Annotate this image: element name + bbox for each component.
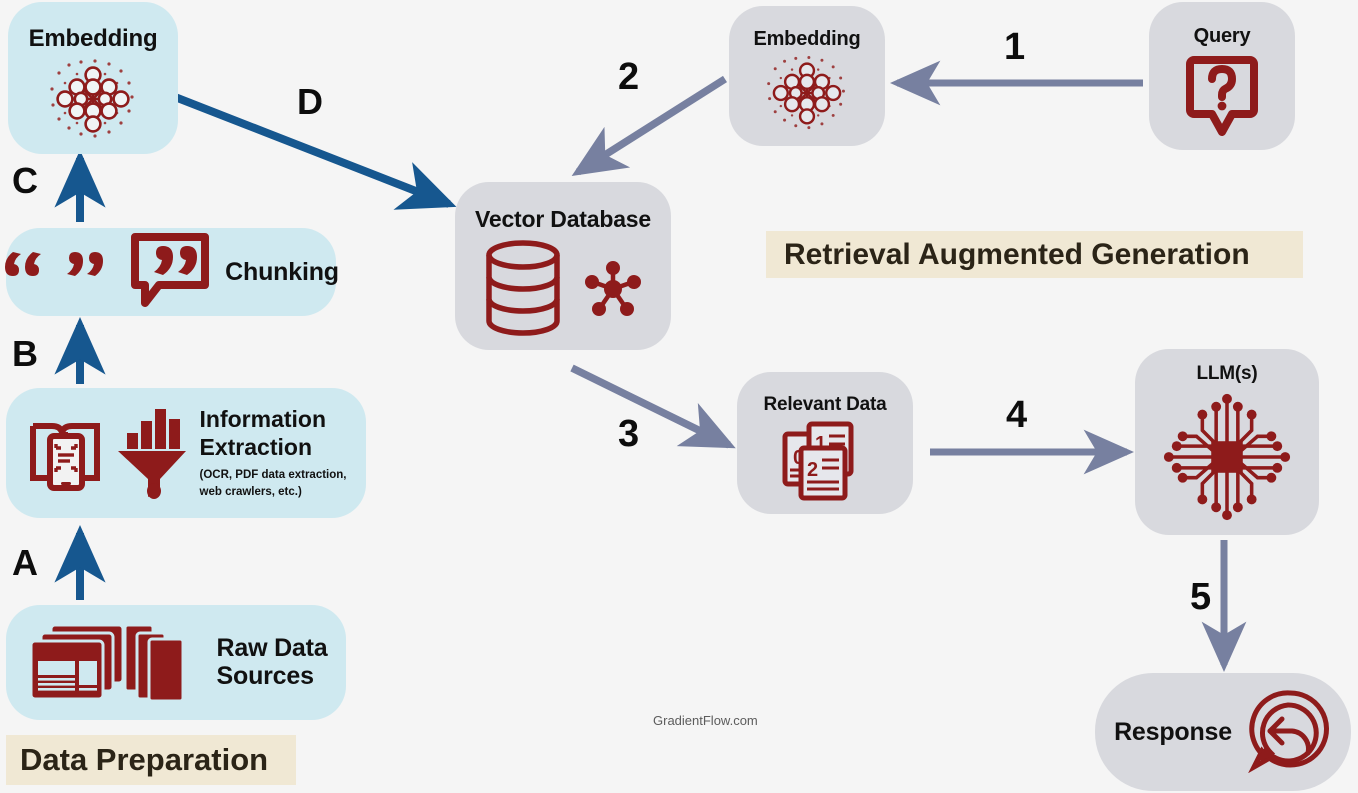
database-cylinder-icon bbox=[482, 239, 564, 344]
edge-label-c: C bbox=[12, 160, 38, 201]
reply-bubble-icon bbox=[1246, 687, 1332, 778]
band-retrieval-augmented-generation: Retrieval Augmented Generation bbox=[766, 231, 1303, 278]
node-query-label: Query bbox=[1193, 25, 1251, 47]
chip-circuit-icon bbox=[1156, 387, 1298, 532]
node-embedding-document-label: Embedding bbox=[28, 24, 158, 52]
quote-marks-icon bbox=[3, 242, 115, 303]
edge-label-1: 1 bbox=[1004, 26, 1026, 68]
node-llm-label: LLM(s) bbox=[1196, 362, 1258, 384]
edge-label-a: A bbox=[12, 542, 38, 583]
node-information-extraction-subtitle-2: web crawlers, etc.) bbox=[199, 485, 302, 498]
documents-stack-icon bbox=[25, 617, 205, 708]
node-chunking-label: Chunking bbox=[225, 257, 339, 286]
node-raw-data-sources-label-1: Raw Data bbox=[216, 634, 328, 662]
embedding-network-icon bbox=[764, 53, 850, 138]
edge-label-4: 4 bbox=[1006, 394, 1028, 436]
node-embedding-document[interactable]: Embedding bbox=[8, 2, 178, 154]
edge-label-b: B bbox=[12, 333, 38, 374]
quote-bubble-icon bbox=[129, 231, 211, 314]
vector-graph-icon bbox=[582, 258, 644, 325]
node-vector-database[interactable]: Vector Database bbox=[455, 182, 671, 350]
node-vector-database-label: Vector Database bbox=[475, 205, 651, 232]
embedding-network-icon bbox=[47, 57, 139, 146]
node-information-extraction-title-1: Information bbox=[199, 405, 327, 432]
band-data-preparation: Data Preparation bbox=[6, 735, 296, 785]
arrow-3 bbox=[570, 364, 736, 449]
node-raw-data-sources[interactable]: Raw Data Sources bbox=[6, 605, 346, 720]
band-rag-text: Retrieval Augmented Generation bbox=[784, 237, 1250, 271]
edge-label-d: D bbox=[297, 81, 323, 122]
band-data-preparation-text: Data Preparation bbox=[20, 742, 269, 777]
node-relevant-data-label: Relevant Data bbox=[763, 393, 887, 415]
node-response[interactable]: Response bbox=[1095, 673, 1351, 791]
edge-label-5: 5 bbox=[1190, 576, 1212, 618]
svg-text:2: 2 bbox=[807, 459, 818, 481]
question-bubble-icon bbox=[1186, 54, 1258, 143]
node-chunking[interactable]: Chunking bbox=[3, 228, 339, 316]
node-information-extraction-subtitle-1: (OCR, PDF data extraction, bbox=[199, 469, 347, 482]
node-information-extraction-title-2: Extraction bbox=[199, 433, 312, 460]
node-information-extraction[interactable]: Information Extraction (OCR, PDF data ex… bbox=[6, 388, 366, 518]
edge-label-3: 3 bbox=[618, 413, 640, 455]
numbered-documents-icon: 0 1 2 bbox=[781, 420, 869, 507]
book-scanner-icon bbox=[26, 408, 104, 499]
node-embedding-query-label: Embedding bbox=[753, 28, 861, 50]
node-raw-data-sources-label-2: Sources bbox=[216, 661, 314, 690]
svg-text:1: 1 bbox=[815, 433, 826, 455]
node-relevant-data[interactable]: Relevant Data 0 1 2 bbox=[737, 372, 913, 514]
funnel-chart-icon bbox=[114, 403, 190, 504]
node-response-label: Response bbox=[1114, 717, 1232, 746]
edge-label-2: 2 bbox=[618, 56, 640, 98]
node-llm[interactable]: LLM(s) bbox=[1135, 349, 1319, 535]
node-embedding-query[interactable]: Embedding bbox=[729, 6, 885, 146]
arrow-2 bbox=[571, 75, 728, 177]
watermark: GradientFlow.com bbox=[653, 713, 758, 728]
node-query[interactable]: Query bbox=[1149, 2, 1295, 150]
